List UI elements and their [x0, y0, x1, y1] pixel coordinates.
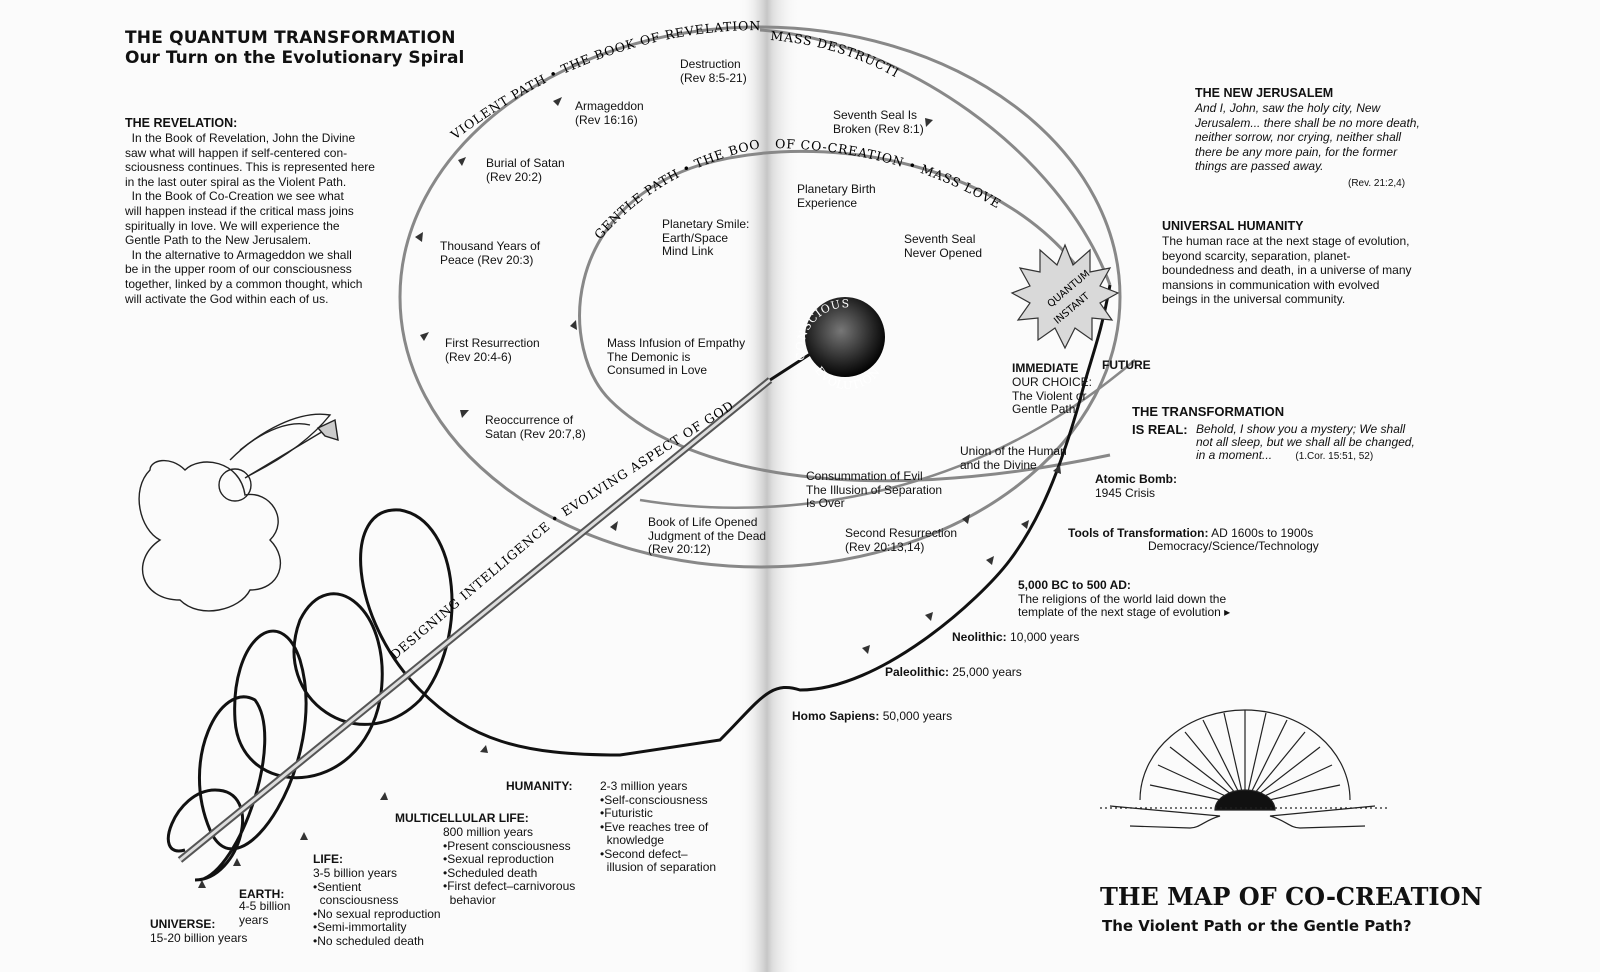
label-burial-of-satan: Burial of Satan (Rev 20:2) — [486, 156, 565, 184]
text-line: mansions in communication with evolved — [1162, 277, 1380, 292]
text-line: In the Book of Co-Creation we see what — [125, 189, 344, 204]
transformation-heading: THE TRANSFORMATION — [1132, 404, 1285, 419]
timeline-bc-3: template of the next stage of evolution … — [1018, 605, 1231, 619]
text-line: The human race at the next stage of evol… — [1162, 234, 1410, 248]
new-jerusalem-heading: THE NEW JERUSALEM — [1195, 86, 1334, 100]
stage-universe-text: 15-20 billion years — [150, 931, 248, 945]
evolution-spiral — [166, 284, 1112, 882]
label-planetary-birth: Planetary Birth Experience — [797, 182, 876, 210]
universal-humanity-text: The human race at the next stage of evol… — [1162, 234, 1462, 307]
text-line: things are passed away. — [1195, 159, 1324, 174]
timeline-homo-sapiens: Homo Sapiens: 50,000 years — [792, 709, 953, 723]
text-line: Jerusalem... there shall be no more deat… — [1195, 115, 1420, 130]
text-line: boundedness and death, in a universe of … — [1162, 263, 1412, 278]
stage-universe-heading: UNIVERSE: — [150, 917, 216, 931]
text-line: will activate the God within each of us. — [125, 291, 329, 306]
label-second-resurrection: Second Resurrection (Rev 20:13,14) — [845, 526, 958, 554]
label-destruction: Destruction (Rev 8:5-21) — [680, 57, 747, 85]
label-mass-infusion: Mass Infusion of Empathy The Demonic is … — [607, 336, 746, 377]
timeline-atomic: Atomic Bomb: 1945 Crisis — [1095, 472, 1177, 500]
stage-earth-text: 4-5 billion years — [239, 899, 291, 927]
text-line: In the Book of Revelation, John the Divi… — [125, 131, 356, 145]
text-line: in the last outer spiral as the Violent … — [125, 174, 347, 189]
stage-multicellular-heading: MULTICELLULAR LIFE: — [395, 811, 529, 825]
gentle-return — [639, 359, 1136, 509]
map-title: THE MAP OF CO-CREATION — [1100, 882, 1483, 911]
transformation-heading-2: IS REAL: — [1132, 422, 1188, 437]
timeline-tools: Tools of Transformation: AD 1600s to 190… — [1068, 526, 1314, 540]
label-first-resurrection: First Resurrection (Rev 20:4-6) — [445, 336, 540, 364]
label-book-of-life: Book of Life Opened Judgment of the Dead… — [648, 515, 767, 556]
label-seventh-seal-never: Seventh Seal Never Opened — [904, 232, 983, 260]
angel-illustration — [138, 413, 339, 612]
transformation-quote: Behold, I show you a mystery; We shall n… — [1196, 422, 1415, 463]
text-line: In the alternative to Armageddon we shal… — [125, 247, 352, 262]
text-line: beings in the universal community. — [1162, 292, 1346, 307]
timeline-bc-2: The religions of the world laid down the — [1018, 592, 1227, 606]
stage-humanity-text: 2-3 million years •Self-consciousness •F… — [600, 779, 717, 874]
label-planetary-smile: Planetary Smile: Earth/Space Mind Link — [662, 217, 750, 258]
immediate-choice: OUR CHOICE: The Violent or Gentle Path — [1012, 375, 1093, 416]
label-union: Union of the Human and the Divine — [960, 444, 1067, 472]
gentle-path-ellipse — [578, 149, 1111, 483]
violent-to-quantum — [759, 28, 1112, 286]
text-line: spiritually in love. We will experience … — [125, 218, 340, 233]
quantum-instant-star — [1010, 243, 1120, 350]
text-line: And I, John, saw the holy city, New — [1195, 101, 1381, 115]
label-consummation: Consummation of Evil The Illusion of Sep… — [806, 469, 943, 510]
immediate-heading: IMMEDIATE — [1012, 361, 1079, 375]
conscious-evolution-ball — [805, 297, 885, 377]
text-line: be in the upper room of our consciousnes… — [125, 262, 352, 277]
revelation-heading: THE REVELATION: — [125, 116, 238, 130]
violent-path-ellipse — [398, 25, 1122, 569]
stage-life-text: 3-5 billion years •Sentient consciousnes… — [313, 866, 441, 948]
sunrise-hands-illustration — [1100, 709, 1390, 829]
timeline-bc: 5,000 BC to 500 AD: — [1018, 578, 1131, 592]
map-subtitle: The Violent Path or the Gentle Path? — [1102, 917, 1412, 935]
text-line: there be any more pain, for the former — [1195, 144, 1398, 159]
text-line: will happen instead if the critical mass… — [125, 203, 354, 218]
timeline-paleolithic: Paleolithic: 25,000 years — [885, 665, 1022, 679]
text-line: neither sorrow, nor crying, neither shal… — [1195, 130, 1402, 145]
stage-humanity-heading: HUMANITY: — [506, 779, 573, 793]
text-line: sciousness continues. This is represente… — [125, 160, 375, 175]
triangle-right-icon: ▸ — [1224, 605, 1231, 619]
page-subtitle: Our Turn on the Evolutionary Spiral — [125, 48, 465, 68]
stage-life-heading: LIFE: — [313, 852, 343, 866]
new-jerusalem-ref: (Rev. 21:2,4) — [1348, 178, 1406, 189]
stage-multicellular-text: 800 million years •Present consciousness… — [443, 825, 576, 907]
text-line: saw what will happen if self-centered co… — [125, 145, 348, 160]
timeline-tools-2: Democracy/Science/Technology — [1148, 539, 1319, 553]
text-line: beyond scarcity, separation, planet- — [1162, 248, 1351, 263]
label-reoccurrence: Reoccurrence of Satan (Rev 20:7,8) — [485, 413, 586, 441]
book-gutter — [740, 0, 800, 972]
future-heading: FUTURE — [1102, 358, 1151, 372]
label-seventh-seal-broken: Seventh Seal Is Broken (Rev 8:1) — [833, 108, 924, 136]
stage-earth-heading: EARTH: — [239, 887, 285, 901]
page-title: THE QUANTUM TRANSFORMATION — [125, 28, 456, 48]
text-line: together, linked by a common thought, wh… — [125, 276, 363, 291]
revelation-text: In the Book of Revelation, John the Divi… — [125, 131, 395, 306]
timeline-neolithic: Neolithic: 10,000 years — [952, 630, 1080, 644]
text-line: Gentle Path to the New Jerusalem. — [125, 233, 312, 248]
label-thousand-years: Thousand Years of Peace (Rev 20:3) — [440, 239, 541, 267]
universal-humanity-heading: UNIVERSAL HUMANITY — [1162, 219, 1304, 233]
label-armageddon: Armageddon (Rev 16:16) — [575, 99, 644, 127]
